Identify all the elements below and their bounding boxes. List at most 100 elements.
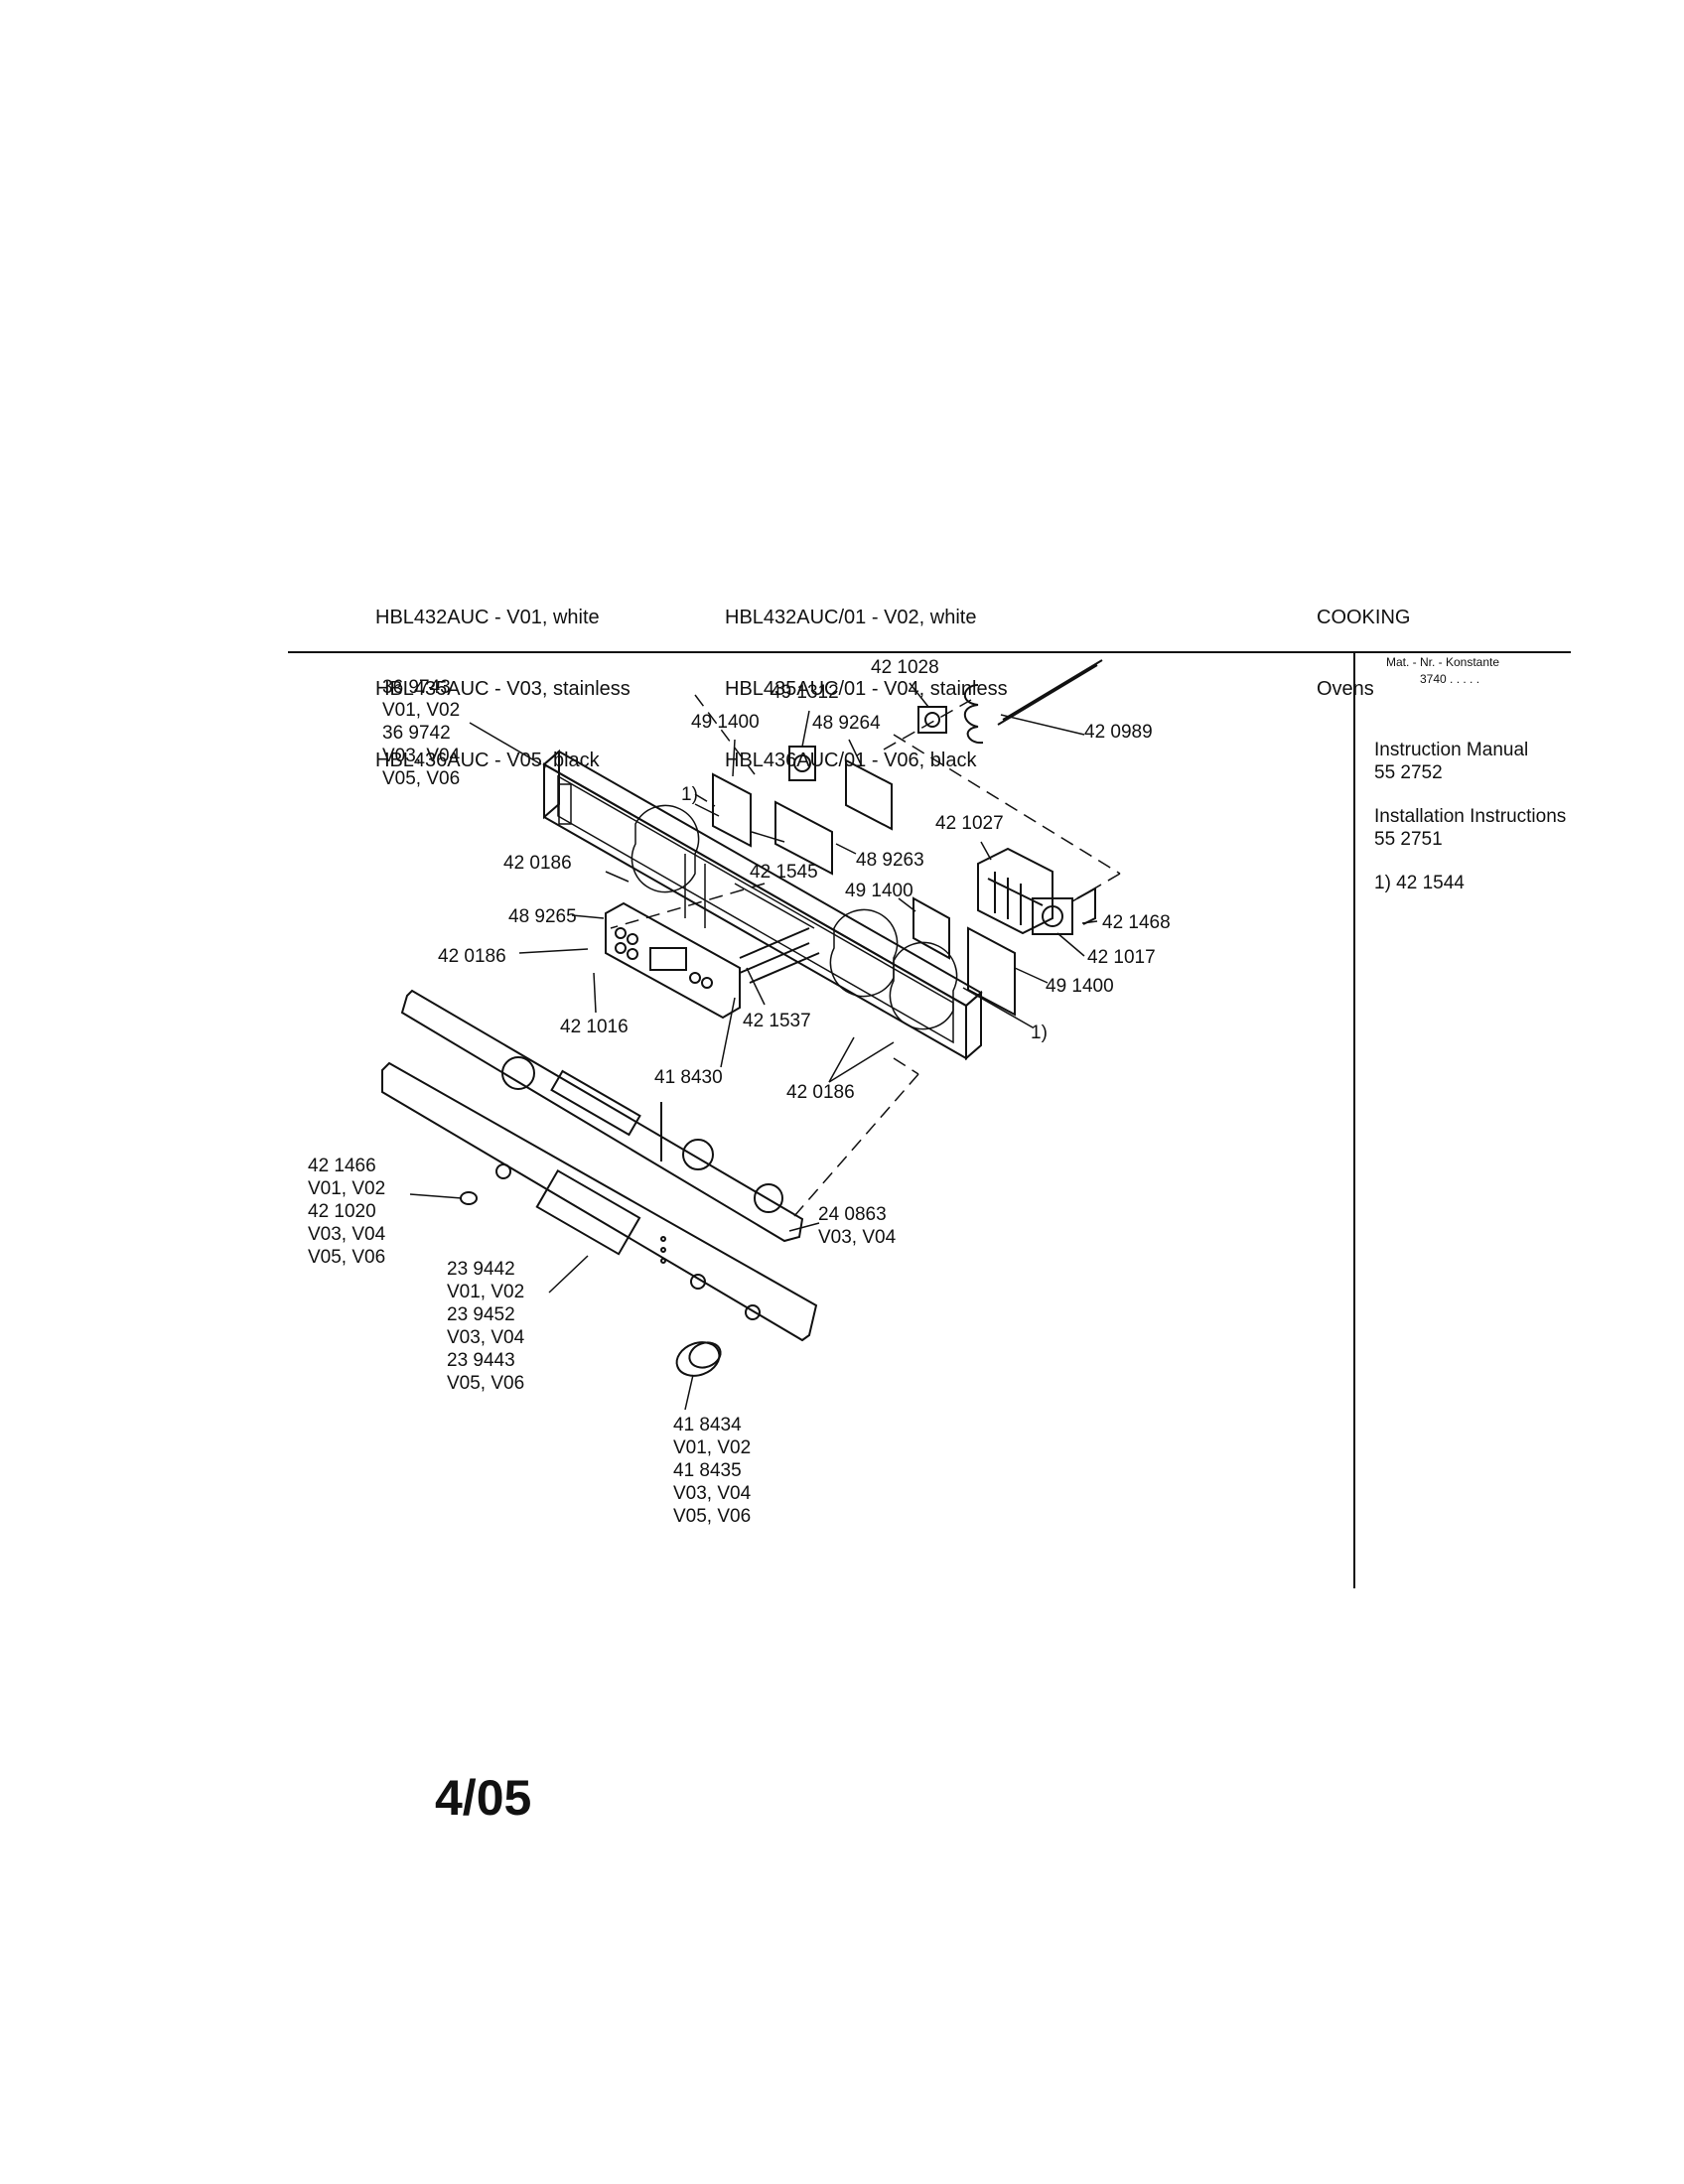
part-callout-421468: 42 1468 <box>1102 912 1171 933</box>
pushbutton-shafts <box>739 927 820 984</box>
leader-lines <box>409 682 1098 1411</box>
callout-line: 48 9265 <box>508 906 577 927</box>
part-callout-489264: 48 9264 <box>812 713 881 734</box>
part-callout-491400a: 49 1400 <box>691 712 760 733</box>
instruction-manual-block: Instruction Manual 55 2752 <box>1374 739 1528 784</box>
callout-line: 36 9742 <box>382 723 451 744</box>
callout-line: 49 1400 <box>845 881 913 901</box>
part-callout-420186c: 42 0186 <box>786 1082 855 1103</box>
callout-line: 42 1017 <box>1087 947 1156 968</box>
callout-line: V03, V04 <box>447 1327 525 1348</box>
part-callout-420989: 42 0989 <box>1084 722 1153 743</box>
callout-line: 49 1400 <box>1046 976 1114 997</box>
callout-line: 23 9452 <box>447 1304 515 1325</box>
callout-line: 42 1466 <box>308 1156 376 1176</box>
category-subtitle: Ovens <box>1317 678 1374 700</box>
relay-block <box>977 847 1053 935</box>
rotary-switch <box>1032 887 1096 935</box>
callout-line: 42 1537 <box>743 1011 811 1031</box>
installation-number: 55 2751 <box>1374 829 1443 850</box>
small-knob <box>460 1191 478 1205</box>
callout-line: 42 1468 <box>1102 912 1171 933</box>
part-callout-491312: 49 1312 <box>771 682 839 703</box>
callout-line: 36 9743 <box>382 677 451 698</box>
callout-line: V01, V02 <box>382 700 460 721</box>
callout-line: V05, V06 <box>308 1247 385 1268</box>
inner-panel <box>400 989 804 1243</box>
mat-nr-label: Mat. - Nr. - Konstante <box>1386 655 1500 669</box>
callout-line: V05, V06 <box>382 768 460 789</box>
callout-line: V03, V04 <box>382 746 461 766</box>
dashed-guides <box>610 694 1121 1217</box>
model-list-right: HBL432AUC/01 - V02, white HBL435AUC/01 -… <box>725 558 1008 796</box>
part-callout-421027: 42 1027 <box>935 813 1004 834</box>
category-title: COOKING <box>1317 607 1411 628</box>
mat-nr-value: 3740 . . . . . <box>1420 672 1480 686</box>
part-callout-420186a: 42 0186 <box>503 853 572 874</box>
model-line: HBL432AUC/01 - V02, white <box>725 607 977 628</box>
model-list-left: HBL432AUC - V01, white HBL435AUC - V03, … <box>375 558 631 796</box>
callout-line: V03, V04 <box>818 1227 897 1248</box>
part-callout-fn1b: 1) <box>1031 1023 1048 1043</box>
revision-date: 4/05 <box>435 1770 532 1826</box>
part-callout-421028: 42 1028 <box>871 657 939 678</box>
part-callout-420186b: 42 0186 <box>438 946 506 967</box>
callout-line: 49 1312 <box>771 682 839 703</box>
callout-line: V01, V02 <box>308 1178 385 1199</box>
callout-line: 41 8430 <box>654 1067 723 1088</box>
part-callout-fn1a: 1) <box>681 784 698 805</box>
installation-label: Installation Instructions <box>1374 806 1567 827</box>
callout-line: V01, V02 <box>447 1282 524 1302</box>
callout-line: 42 1020 <box>308 1201 376 1222</box>
footnote: 1) 42 1544 <box>1374 872 1465 894</box>
callout-line: 41 8435 <box>673 1460 742 1481</box>
part-callout-489265: 48 9265 <box>508 906 577 927</box>
part-callout-421017: 42 1017 <box>1087 947 1156 968</box>
callout-line: V03, V04 <box>673 1483 752 1504</box>
callout-line: 42 0186 <box>503 853 572 874</box>
callout-line: V05, V06 <box>673 1506 751 1527</box>
installation-block: Installation Instructions 55 2751 <box>1374 805 1566 851</box>
callout-line: V01, V02 <box>673 1437 751 1458</box>
callout-line: 49 1400 <box>691 712 760 733</box>
front-panel <box>381 1061 818 1342</box>
callout-line: 42 0186 <box>786 1082 855 1103</box>
thermostat-part <box>917 659 1103 745</box>
callout-line: V03, V04 <box>308 1224 386 1245</box>
part-callout-421016: 42 1016 <box>560 1017 629 1037</box>
callout-line: 42 1545 <box>750 862 818 883</box>
control-knob <box>675 1341 722 1377</box>
callout-line: 1) <box>681 784 698 805</box>
part-callout-421537: 42 1537 <box>743 1011 811 1031</box>
callout-line: 42 1028 <box>871 657 939 678</box>
callout-line: 1) <box>1031 1023 1048 1043</box>
callout-line: 23 9443 <box>447 1350 515 1371</box>
sidebar-rule <box>1353 651 1355 1588</box>
part-callout-489263: 48 9263 <box>856 850 924 871</box>
header-rule <box>288 651 1571 653</box>
callout-line: 41 8434 <box>673 1415 742 1435</box>
part-callout-421545: 42 1545 <box>750 862 818 883</box>
callout-line: 23 9442 <box>447 1259 515 1280</box>
instruction-manual-label: Instruction Manual <box>1374 740 1529 760</box>
callout-line: 42 1016 <box>560 1017 629 1037</box>
callout-line: 42 1027 <box>935 813 1004 834</box>
part-callout-418430: 41 8430 <box>654 1067 723 1088</box>
footnote-text: 1) 42 1544 <box>1374 873 1465 893</box>
selector-switch <box>788 746 816 781</box>
callout-line: 48 9264 <box>812 713 881 734</box>
part-callout-491400c: 49 1400 <box>1046 976 1114 997</box>
callout-line: 48 9263 <box>856 850 924 871</box>
control-board <box>605 901 741 1020</box>
model-line: HBL432AUC - V01, white <box>375 607 600 628</box>
callout-line: V05, V06 <box>447 1373 524 1394</box>
callout-line: 42 0989 <box>1084 722 1153 743</box>
instruction-manual-number: 55 2752 <box>1374 762 1443 783</box>
